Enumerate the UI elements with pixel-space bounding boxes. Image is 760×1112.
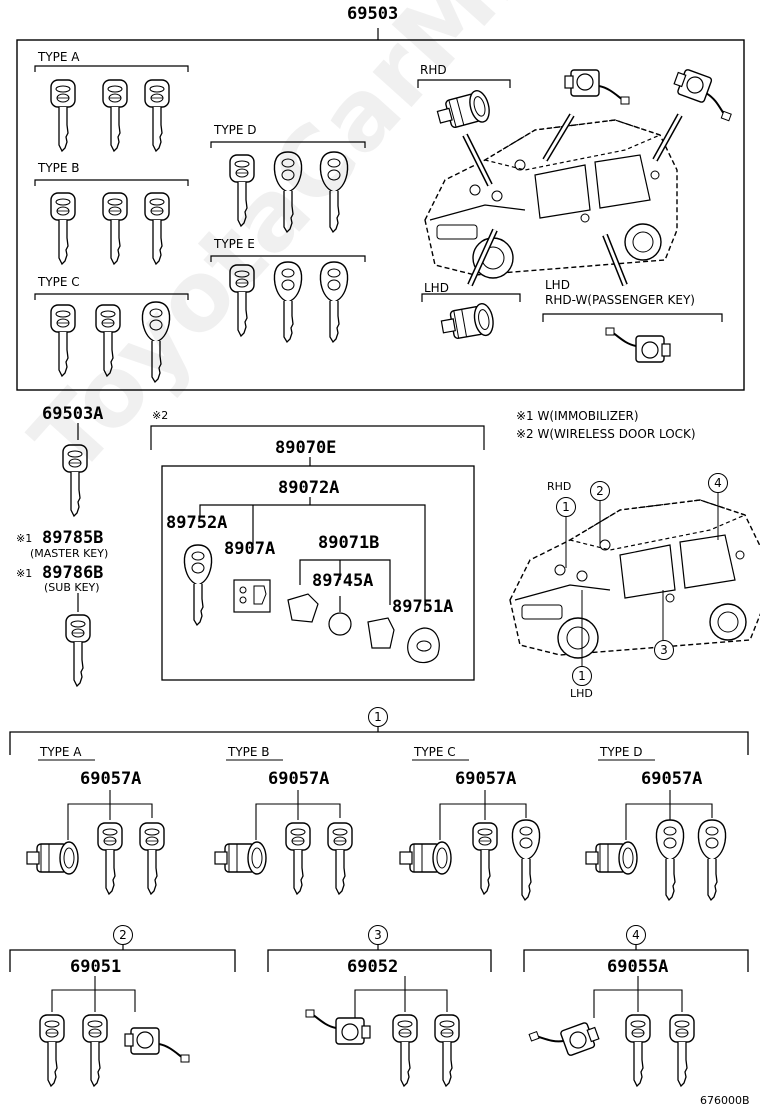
rhd-label: RHD <box>420 63 447 77</box>
part-number-89786b: 89786B <box>42 563 104 583</box>
callout-2: 2 <box>590 481 610 501</box>
callout-3: 3 <box>654 640 674 660</box>
part-number-69503: 69503 <box>347 4 399 24</box>
set1-type-b: TYPE B <box>228 745 270 759</box>
callout-1-top: 1 <box>556 497 576 517</box>
type-b-label: TYPE B <box>38 161 80 175</box>
type-c-label: TYPE C <box>38 275 80 289</box>
set1-type-c: TYPE C <box>414 745 456 759</box>
type-d-label: TYPE D <box>214 123 257 137</box>
left-keys <box>62 423 91 687</box>
set-2-marker: 2 <box>113 925 133 945</box>
car-rhd-label: RHD <box>547 480 572 493</box>
cylinder-set-1 <box>9 725 749 901</box>
rhd-w-label: RHD-W(PASSENGER KEY) <box>545 293 695 307</box>
set-1-marker: 1 <box>368 707 388 727</box>
part-number-69503a: 69503A <box>42 404 104 424</box>
part-number-89072a: 89072A <box>278 478 340 498</box>
group-69503 <box>16 28 745 391</box>
note-immobilizer: ※1 W(IMMOBILIZER) <box>516 409 639 423</box>
master-key-desc: (MASTER KEY) <box>30 547 109 560</box>
lhd-label: LHD <box>424 281 449 295</box>
part-number-8907a: 8907A <box>224 539 276 559</box>
bottom-sets <box>9 943 749 1087</box>
set1-part-d: 69057A <box>641 769 703 789</box>
sub-key-desc: (SUB KEY) <box>44 581 100 594</box>
figure-code: 676000B <box>700 1094 750 1107</box>
callout-4: 4 <box>708 473 728 493</box>
type-a-label: TYPE A <box>38 50 80 64</box>
note2-mark: ※2 <box>152 409 169 422</box>
group-89070E <box>150 425 485 681</box>
note1-mark-master: ※1 <box>16 532 33 545</box>
part-number-89785b: 89785B <box>42 528 104 548</box>
callout-1-bottom: 1 <box>572 666 592 686</box>
car-lhd-label: LHD <box>570 687 593 700</box>
part-number-89745a: 89745A <box>312 571 374 591</box>
part-number-89752a: 89752A <box>166 513 228 533</box>
part-number-89070e: 89070E <box>275 438 337 458</box>
part-number-89071b: 89071B <box>318 533 380 553</box>
lhd-right-label: LHD <box>545 278 570 292</box>
note1-mark-sub: ※1 <box>16 567 33 580</box>
set-3-marker: 3 <box>368 925 388 945</box>
set1-part-b: 69057A <box>268 769 330 789</box>
set1-type-d: TYPE D <box>600 745 643 759</box>
part-number-69055a: 69055A <box>607 957 669 977</box>
set1-part-c: 69057A <box>455 769 517 789</box>
type-e-label: TYPE E <box>214 237 255 251</box>
set1-part-a: 69057A <box>80 769 142 789</box>
part-number-69051: 69051 <box>70 957 122 977</box>
note-wireless-door-lock: ※2 W(WIRELESS DOOR LOCK) <box>516 427 696 441</box>
set-4-marker: 4 <box>626 925 646 945</box>
car-callouts <box>509 492 760 666</box>
part-number-89751a: 89751A <box>392 597 454 617</box>
set1-type-a: TYPE A <box>40 745 82 759</box>
part-number-69052: 69052 <box>347 957 399 977</box>
